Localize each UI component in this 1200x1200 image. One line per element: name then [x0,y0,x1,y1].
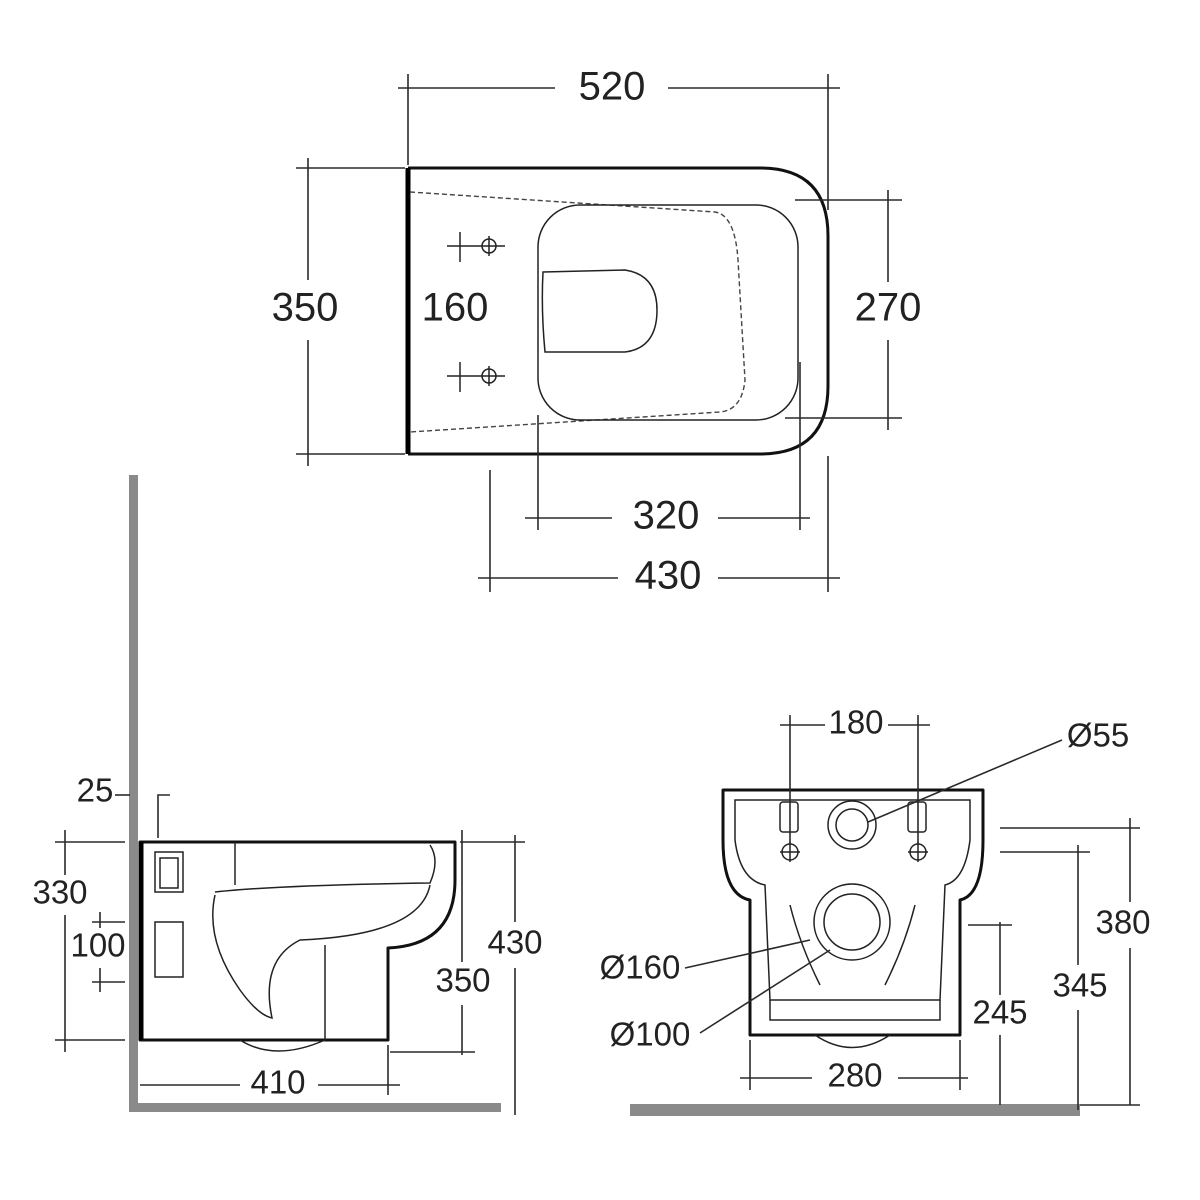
dim-rim-height: 380 [1095,904,1150,941]
top-outline [408,166,830,456]
rear-view: 180 Ø55 Ø160 Ø100 280 245 345 380 [600,704,1151,1116]
dim-base-width: 280 [827,1057,882,1094]
dim-outlet-height: 245 [972,994,1027,1031]
top-view: 520 350 160 270 320 430 [272,65,922,598]
dim-overall-width: 350 [272,286,339,330]
dim-rim-to-fixing: 330 [32,874,87,911]
top-dashed-rim [409,191,746,433]
dim-overall-length: 520 [579,65,646,109]
floor [630,1104,1080,1116]
inlet-icon [827,800,877,850]
dim-fixing-centres: 180 [828,704,883,741]
outlet-icon [813,883,891,961]
dim-fixing-centres: 160 [422,286,489,330]
side-bowl [212,884,431,1019]
floor [129,1103,501,1112]
dim-outlet-inner-diameter: Ø100 [610,1016,691,1053]
dim-inlet-diameter: Ø55 [1067,717,1129,754]
dim-depth: 410 [250,1064,305,1101]
dim-pan-height: 350 [435,962,490,999]
fixing-hole-icon [447,362,505,392]
dim-outlet-outer-diameter: Ø160 [600,949,681,986]
dim-fixing-height: 345 [1052,967,1107,1004]
dim-rim-height: 430 [487,924,542,961]
fixing-hole-icon [447,232,505,262]
dim-wall-gap: 25 [77,772,114,809]
side-view: 25 330 100 350 430 410 [32,475,543,1115]
side-rim [214,844,436,893]
dim-seat-width: 270 [855,286,922,330]
wall [129,475,138,1112]
rear-outline [721,788,985,1037]
bowl-opening [541,269,658,353]
dim-waste-height: 100 [70,927,125,964]
side-outline [138,840,457,1042]
dim-projection: 430 [635,554,702,598]
seat-outline [537,204,799,421]
dim-seat-length: 320 [633,494,700,538]
